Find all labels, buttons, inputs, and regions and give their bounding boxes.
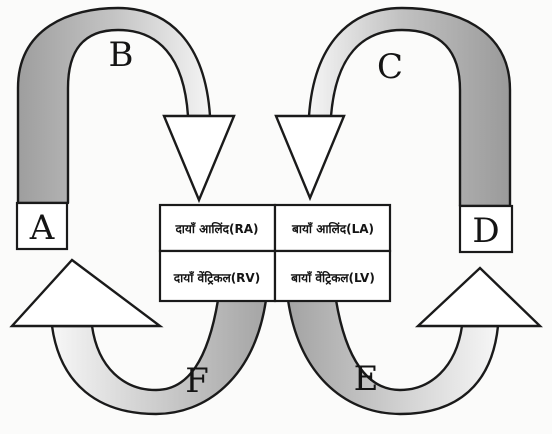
label-c: C [377, 47, 403, 87]
label-ra: दायाँ आलिंद(RA) [174, 221, 258, 236]
box-a [15, 201, 69, 251]
box-d [458, 204, 514, 254]
cell-la [273, 203, 392, 253]
label-b: B [109, 35, 134, 75]
label-d: D [472, 211, 499, 251]
cell-rv [158, 249, 277, 303]
label-rv: दायाँ वेंट्रिकल(RV) [173, 271, 260, 285]
arrowhead-b [162, 114, 236, 204]
loop-d-to-la [307, 6, 512, 208]
label-lv: बायाँ वेंट्रिकल(LV) [290, 271, 375, 285]
arrowhead-f [9, 258, 164, 328]
label-e: E [354, 359, 379, 399]
loop-a-to-ra [16, 6, 212, 205]
arrowhead-e [414, 266, 543, 328]
label-f: F [185, 361, 209, 401]
arrowhead-c [274, 114, 346, 202]
cell-lv [273, 249, 392, 303]
label-a: A [29, 208, 55, 248]
label-la: बायाँ आलिंद(LA) [291, 221, 374, 236]
chamber-table: दायाँ आलिंद(RA) बायाँ आलिंद(LA) दायाँ वे… [158, 203, 392, 303]
